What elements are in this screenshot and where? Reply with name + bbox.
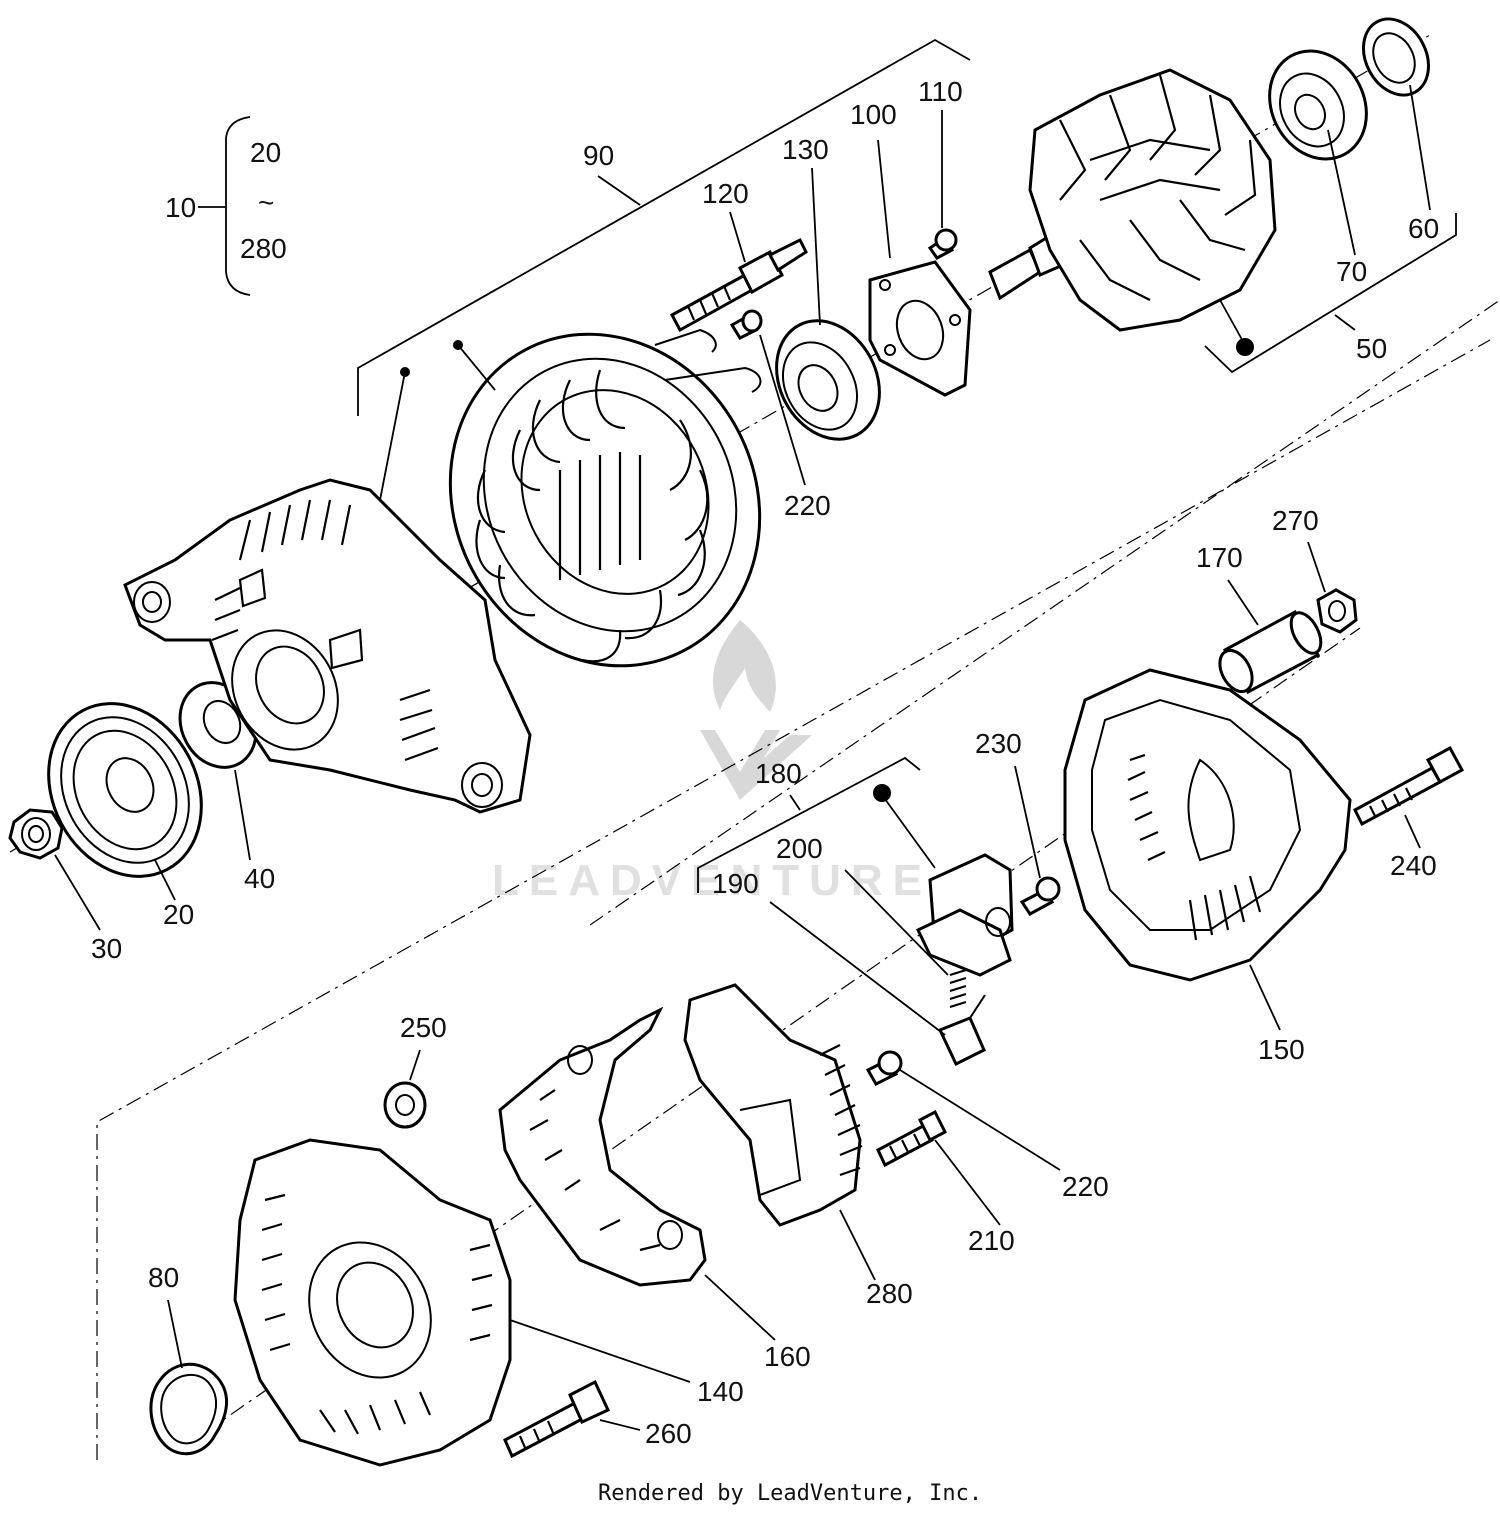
callout-80: 80 (148, 1262, 179, 1293)
callout-group-bottom: 280 (240, 233, 287, 264)
part-20-pulley (47, 702, 203, 878)
callout-220-upper: 220 (784, 490, 831, 521)
callout-260: 260 (645, 1418, 692, 1449)
part-30-nut (8, 808, 64, 860)
part-140-housing (233, 1138, 512, 1467)
callout-200: 200 (776, 833, 823, 864)
callout-30: 30 (91, 933, 122, 964)
reference-dots (400, 338, 1254, 802)
callout-100: 100 (850, 99, 897, 130)
part-160-rectifier (498, 1006, 707, 1287)
part-270-nut (1316, 588, 1358, 634)
callout-20: 20 (163, 899, 194, 930)
callout-60: 60 (1408, 213, 1439, 244)
callout-190: 190 (712, 868, 759, 899)
callout-170: 170 (1196, 542, 1243, 573)
dashed-frame-lower (96, 339, 1491, 1460)
part-250-nut (383, 1081, 427, 1129)
callout-180: 180 (755, 758, 802, 789)
part-170-sleeve (1218, 609, 1323, 695)
part-70-bearing (1268, 49, 1368, 161)
callout-220-lower: 220 (1062, 1171, 1109, 1202)
callout-70: 70 (1336, 256, 1367, 287)
leader-lines (54, 84, 1431, 1431)
part-280-regulator (683, 983, 863, 1227)
callout-group-tilde: ~ (258, 187, 274, 218)
callout-150: 150 (1258, 1034, 1305, 1065)
callout-10: 10 (165, 192, 196, 223)
part-60-cap (1362, 17, 1430, 97)
callout-280: 280 (866, 1278, 913, 1309)
part-240-bolt (1353, 745, 1465, 827)
part-200-spring (949, 968, 967, 1009)
callout-240: 240 (1390, 850, 1437, 881)
part-100-plate (868, 260, 972, 397)
part-220-screw-upper (729, 309, 763, 340)
part-210-screw (876, 1109, 947, 1168)
callout-group-top: 20 (250, 137, 281, 168)
part-130-bearing (775, 319, 881, 441)
bracket-180 (697, 756, 921, 893)
part-190-brush (937, 994, 986, 1067)
callout-120: 120 (702, 178, 749, 209)
part-120-stud (669, 237, 808, 333)
part-110-screw (927, 228, 958, 260)
callout-40: 40 (244, 863, 275, 894)
drive-end-housing (123, 478, 532, 814)
callout-90: 90 (583, 140, 614, 171)
part-220-screw-lower (865, 1050, 903, 1086)
callout-230: 230 (975, 728, 1022, 759)
callout-50: 50 (1356, 333, 1387, 364)
part-230-screw (1019, 876, 1061, 916)
callout-160: 160 (764, 1341, 811, 1372)
bracket-50 (1204, 213, 1457, 374)
callout-130: 130 (782, 134, 829, 165)
part-150-rear-cover (1063, 668, 1352, 982)
part-50-rotor (988, 68, 1277, 332)
footer-credit: Rendered by LeadVenture, Inc. (598, 1481, 982, 1506)
part-230-brush-holder (915, 853, 1014, 977)
part-90-stator (448, 328, 762, 668)
callout-110: 110 (918, 76, 963, 107)
callout-labels: 20 ~ 280 10 90 120 130 100 110 60 70 50 … (91, 76, 1439, 1449)
bracket-90 (357, 38, 971, 416)
leadventure-watermark-logo (700, 620, 812, 800)
callout-210: 210 (968, 1225, 1015, 1256)
callout-270: 270 (1272, 505, 1319, 536)
group-bracket-10 (198, 116, 251, 296)
callout-140: 140 (697, 1376, 744, 1407)
callout-250: 250 (400, 1012, 447, 1043)
part-260-bolt (503, 1379, 610, 1459)
part-80-gasket (149, 1362, 229, 1456)
